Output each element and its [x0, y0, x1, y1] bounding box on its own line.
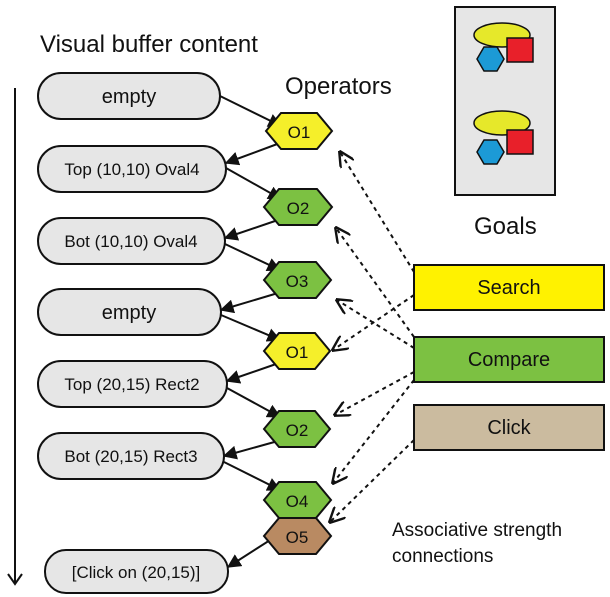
goal-click-label: Click [487, 417, 531, 439]
buffer-state-3: Bot (10,10) Oval4 [37, 217, 226, 265]
buffer-state-7: [Click on (20,15)] [44, 549, 229, 594]
assoc-click-o5 [330, 439, 415, 522]
goals-heading: Goals [474, 213, 537, 240]
assoc-compare-o2 [336, 228, 415, 338]
buffer-state-4: empty [37, 288, 222, 336]
operator-7: O5 [262, 517, 333, 555]
buffer-state-6: Bot (20,15) Rect3 [37, 432, 225, 480]
operator-5-label: O2 [286, 421, 309, 440]
buffer-state-2: Top (10,10) Oval4 [37, 145, 227, 193]
goal-click: Click [413, 404, 605, 451]
assoc-search-o1 [340, 152, 415, 273]
operator-1-label: O1 [288, 123, 311, 142]
operators-heading: Operators [285, 73, 392, 100]
buffer-state-4-label: empty [102, 302, 156, 324]
goal-compare: Compare [413, 336, 605, 383]
associative-connections [330, 152, 415, 522]
operator-7-label: O5 [286, 528, 309, 547]
assoc-label-line1: Associative strength [392, 520, 562, 541]
assoc-search-o1b [333, 294, 415, 350]
operator-3: O3 [262, 261, 333, 299]
assoc-compare-o4 [333, 379, 415, 483]
operator-2-label: O2 [287, 199, 310, 218]
buffer-state-2-label: Top (10,10) Oval4 [64, 160, 199, 179]
operator-6-label: O4 [286, 492, 309, 511]
goal-icon-top [473, 22, 534, 72]
assoc-label-line2: connections [392, 546, 493, 567]
operator-6: O4 [262, 481, 333, 519]
goal-compare-label: Compare [468, 349, 550, 371]
operator-4-label: O1 [286, 343, 309, 362]
operator-3-label: O3 [286, 272, 309, 291]
diagram-title: Visual buffer content [40, 31, 258, 58]
goal-search-label: Search [477, 277, 540, 299]
buffer-state-5: Top (20,15) Rect2 [37, 360, 228, 408]
operator-2: O2 [262, 188, 334, 226]
operator-1: O1 [264, 112, 334, 150]
buffer-state-7-label: [Click on (20,15)] [72, 563, 201, 582]
buffer-state-1: empty [37, 72, 221, 120]
assoc-compare-o2b [335, 371, 415, 415]
sequence-connections [219, 95, 283, 568]
buffer-state-6-label: Bot (20,15) Rect3 [64, 447, 197, 466]
goal-search: Search [413, 264, 605, 311]
operator-5: O2 [262, 410, 332, 448]
buffer-state-1-label: empty [102, 86, 156, 108]
buffer-state-5-label: Top (20,15) Rect2 [64, 375, 199, 394]
buffer-state-3-label: Bot (10,10) Oval4 [64, 232, 197, 251]
time-arrow-head [7, 573, 23, 586]
operator-4: O1 [262, 332, 332, 370]
assoc-compare-o3 [337, 300, 415, 349]
goal-icon-bottom [473, 110, 534, 165]
